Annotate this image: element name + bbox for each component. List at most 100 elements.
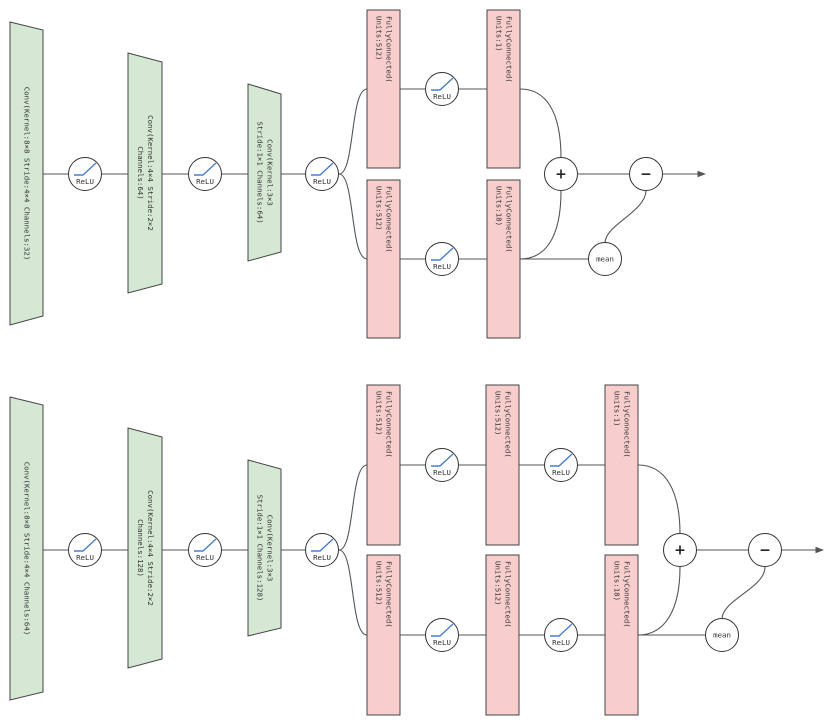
wire-value-to-plus-b: [637, 464, 681, 535]
bottom-fc-adv-2: FullyConnected(Units:512): [485, 554, 520, 716]
top-relu3: ReLU: [305, 157, 339, 191]
bottom-mean-node: mean: [705, 618, 739, 652]
bottom-fc-value-2-label-line1: FullyConnected(: [504, 391, 513, 458]
top-conv3-label-line1: Conv(Kernel:3×3: [266, 139, 275, 206]
top-minus-node-label: −: [640, 167, 652, 183]
bottom-relu-adv-1: ReLU: [425, 618, 459, 652]
wire-branch-top-b: [338, 464, 368, 551]
bottom-minus-node-circle: [748, 533, 782, 567]
bottom-minus-node: −: [748, 533, 782, 567]
bottom-plus-node-circle: [663, 533, 697, 567]
bottom-fc-value-3-label-line1: FullyConnected(: [623, 391, 632, 458]
bottom-relu-value-2-label: ReLU: [552, 468, 570, 477]
bottom-fc-adv-1-label-line1: FullyConnected(: [385, 561, 394, 628]
bottom-conv2-shape: [127, 427, 163, 669]
bottom-mean-node-label: mean: [713, 631, 731, 640]
top-fc-adv-1: FullyConnected(Units:512): [366, 179, 401, 339]
top-conv2-shape: [127, 52, 163, 294]
bottom-conv1-shape: [9, 396, 44, 701]
wire-advantage-to-plus: [519, 190, 562, 260]
bottom-conv2-label-line1: Conv(Kernel:4×4 Stride:2×2: [146, 490, 155, 606]
wire-advantage-to-plus-b: [637, 566, 681, 636]
relu-curve-icon: [550, 623, 573, 637]
bottom-conv1-label-line1: Conv(Kernel:8×8 Stride:4×4 Channels:64): [23, 462, 32, 636]
top-mean-node-label: mean: [596, 255, 614, 264]
bottom-fc-value-1-shape: [366, 384, 401, 546]
bottom-fc-value-1-label-line1: FullyConnected(: [385, 391, 394, 458]
bottom-fc-value-3-shape: [604, 384, 639, 546]
bottom-conv3-label-line1: Conv(Kernel:3×3: [266, 515, 275, 582]
bottom-conv3-label-line2: Stride:1×1 Channels:128): [256, 495, 265, 602]
top-mean-node-circle: [588, 242, 622, 276]
bottom-conv1: Conv(Kernel:8×8 Stride:4×4 Channels:64): [9, 396, 44, 701]
top-conv3-shape: [247, 83, 282, 262]
bottom-fc-adv-2-shape: [485, 554, 520, 716]
bottom-conv3-shape: [247, 459, 282, 637]
bottom-relu-adv-2-label: ReLU: [552, 638, 570, 647]
relu-curve-icon: [194, 162, 217, 176]
top-plus-node-label: +: [555, 167, 567, 183]
top-conv2-label-line1: Conv(Kernel:4×4 Stride:2×2: [146, 115, 155, 231]
bottom-plus-node-label: +: [674, 543, 686, 559]
top-relu-value: ReLU: [425, 72, 459, 106]
top-relu-value-label: ReLU: [433, 92, 451, 101]
top-fc-value-2-label-line1: FullyConnected(: [505, 16, 514, 83]
relu-curve-icon: [550, 453, 573, 467]
top-fc-value-1-label-line1: FullyConnected(: [385, 16, 394, 83]
top-relu1: ReLU: [68, 157, 102, 191]
bottom-fc-value-1: FullyConnected(Units:512): [366, 384, 401, 546]
bottom-relu2-label: ReLU: [196, 553, 214, 562]
bottom-plus-node: +: [663, 533, 697, 567]
top-relu-adv: ReLU: [425, 242, 459, 276]
wire-branch-top: [338, 88, 368, 175]
bottom-relu3: ReLU: [305, 533, 339, 567]
wire-branch-bottom-b: [338, 549, 368, 636]
top-fc-adv-2-label-line1: FullyConnected(: [505, 186, 514, 253]
bottom-relu2: ReLU: [188, 533, 222, 567]
bottom-fc-adv-1-label-line2: Units:512): [375, 561, 384, 606]
bottom-relu-value-1: ReLU: [425, 448, 459, 482]
relu-curve-icon: [431, 77, 454, 91]
top-relu-adv-label: ReLU: [433, 262, 451, 271]
top-fc-value-1-shape: [366, 9, 401, 169]
top-plus-node-circle: [544, 157, 578, 191]
bottom-fc-adv-2-label-line2: Units:512): [494, 561, 503, 606]
bottom-minus-node-label: −: [759, 543, 771, 559]
relu-curve-icon: [74, 538, 97, 552]
bottom-relu-value-2: ReLU: [544, 448, 578, 482]
top-mean-node: mean: [588, 242, 622, 276]
bottom-fc-value-1-label-line2: Units:512): [375, 391, 384, 436]
top-relu3-label: ReLU: [313, 177, 331, 186]
top-conv1: Conv(Kernel:8×8 Stride:4×4 Channels:32): [9, 21, 44, 326]
top-relu1-label: ReLU: [76, 177, 94, 186]
relu-curve-icon: [431, 623, 454, 637]
top-minus-node-circle: [629, 157, 663, 191]
bottom-fc-value-3: FullyConnected(Units:1): [604, 384, 639, 546]
wire-branch-bottom: [338, 173, 368, 260]
bottom-fc-adv-3-shape: [604, 554, 639, 716]
bottom-fc-adv-1-shape: [366, 554, 401, 716]
bottom-fc-value-2-label-line2: Units:512): [494, 391, 503, 436]
top-plus-node: +: [544, 157, 578, 191]
top-conv2-label-line2: Channels:64): [136, 146, 145, 199]
top-fc-adv-1-shape: [366, 179, 401, 339]
bottom-relu3-label: ReLU: [313, 553, 331, 562]
wire-value-to-plus: [519, 88, 562, 159]
bottom-fc-adv-3-label-line2: Units:18): [613, 561, 622, 601]
top-fc-value-1-label-line2: Units:512): [375, 16, 384, 61]
relu-curve-icon: [74, 162, 97, 176]
relu-curve-icon: [311, 162, 334, 176]
bottom-fc-adv-1: FullyConnected(Units:512): [366, 554, 401, 716]
bottom-conv2-label-line2: Channels:128): [136, 519, 145, 577]
top-conv1-shape: [9, 21, 44, 326]
bottom-fc-value-2: FullyConnected(Units:512): [485, 384, 520, 546]
top-relu2-label: ReLU: [196, 177, 214, 186]
relu-curve-icon: [194, 538, 217, 552]
top-minus-node: −: [629, 157, 663, 191]
wire-mean-to-minus: [604, 190, 647, 244]
bottom-fc-adv-3: FullyConnected(Units:18): [604, 554, 639, 716]
